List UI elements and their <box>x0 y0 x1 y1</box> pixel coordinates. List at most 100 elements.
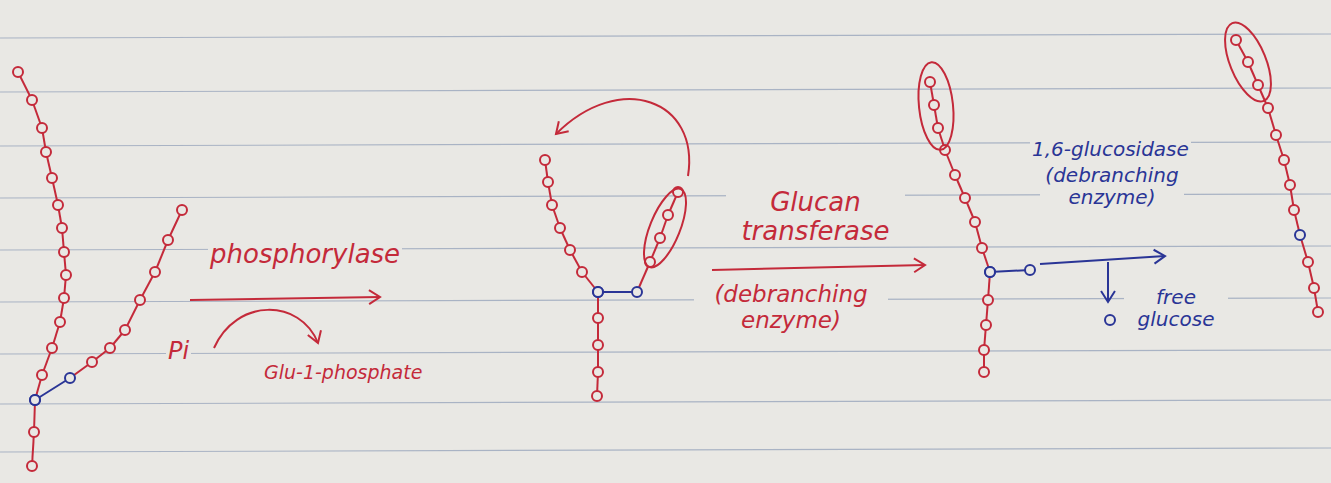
glucose-unit <box>1309 283 1319 293</box>
glucose-unit <box>57 223 67 233</box>
ruled-line <box>0 350 1331 354</box>
glucose-unit <box>177 205 187 215</box>
glucose-unit <box>47 343 57 353</box>
glucose-unit <box>1285 180 1295 190</box>
glucose-unit <box>37 123 47 133</box>
transfer-arrow <box>556 99 689 176</box>
group-circle <box>914 60 957 151</box>
glucose-unit <box>663 210 673 220</box>
glucose-unit <box>543 177 553 187</box>
glucose-unit <box>29 427 39 437</box>
glucose-unit <box>1303 257 1313 267</box>
glucose-unit <box>150 267 160 277</box>
enzyme-label: phosphorylase <box>208 240 402 269</box>
glucose-unit <box>547 200 557 210</box>
glycosidic-bond <box>990 270 1030 272</box>
glucose-unit <box>53 200 63 210</box>
glucose-unit <box>593 340 603 350</box>
glucose-unit <box>105 343 115 353</box>
ruled-line <box>0 246 1331 250</box>
product-label: Glu-1-phosphate <box>262 362 424 383</box>
glucose-unit <box>1231 35 1241 45</box>
arrow-head <box>914 258 925 272</box>
enzyme-label: 1,6-glucosidase <box>1030 138 1191 160</box>
glucose-unit <box>950 170 960 180</box>
glucose-unit <box>1289 205 1299 215</box>
glucose-unit <box>655 233 665 243</box>
glucose-unit <box>593 367 603 377</box>
glucose-unit <box>1253 80 1263 90</box>
glycosidic-bond <box>35 378 70 400</box>
reaction-arrow <box>190 297 380 300</box>
glucose-unit <box>1025 265 1035 275</box>
glucose-chain <box>985 265 1035 277</box>
glucose-unit <box>59 247 69 257</box>
glucose-unit <box>929 100 939 110</box>
glucose-unit <box>30 395 40 405</box>
ruled-line <box>0 448 1331 452</box>
reaction-arrow <box>712 265 925 270</box>
glucose-unit <box>1313 307 1323 317</box>
glucose-unit <box>30 395 40 405</box>
glucose-unit <box>37 370 47 380</box>
glucose-unit <box>120 325 130 335</box>
arrow-head <box>1154 250 1165 264</box>
arrow-head <box>1101 291 1115 302</box>
glucose-unit <box>61 270 71 280</box>
ruled-line <box>0 34 1331 38</box>
glucose-unit <box>565 245 575 255</box>
glucose-chain <box>540 155 603 401</box>
glucose-unit <box>540 155 550 165</box>
glucose-unit <box>983 295 993 305</box>
glucose-unit <box>555 223 565 233</box>
glucose-unit <box>979 345 989 355</box>
glucose-unit <box>87 357 97 367</box>
ruled-line <box>0 400 1331 404</box>
glucose-unit <box>981 320 991 330</box>
reaction-arrow <box>1107 262 1109 302</box>
glucose-unit <box>13 67 23 77</box>
product-label: free glucose <box>1124 286 1228 331</box>
glucose-unit <box>1295 230 1305 240</box>
glucose-unit <box>960 193 970 203</box>
glucose-unit <box>593 287 603 297</box>
glucose-unit <box>135 295 145 305</box>
glucose-unit <box>970 217 980 227</box>
reaction-arrow <box>1040 256 1165 264</box>
glucose-unit <box>27 95 37 105</box>
group-circle <box>1216 16 1281 107</box>
glucose-unit <box>632 287 642 297</box>
group-circle <box>635 183 694 272</box>
glucose-chain <box>30 205 187 405</box>
glucose-unit <box>1243 57 1253 67</box>
arrow-head <box>308 330 321 343</box>
glucose-unit <box>59 293 69 303</box>
glucose-unit <box>925 77 935 87</box>
glucose-unit <box>985 267 995 277</box>
enzyme-note: (debranching enzyme) <box>694 282 888 334</box>
cofactor-arrow <box>214 310 318 348</box>
glucose-unit <box>577 267 587 277</box>
glucose-unit <box>593 313 603 323</box>
enzyme-note: (debranching enzyme) <box>1040 164 1184 209</box>
glucose-unit <box>1271 130 1281 140</box>
glucose-unit <box>593 287 603 297</box>
enzyme-label: Glucan transferase <box>726 188 905 246</box>
ruled-line <box>0 88 1331 92</box>
glucose-unit <box>65 373 75 383</box>
arrow-head <box>369 290 380 304</box>
glucose-chain <box>1231 35 1323 317</box>
glucose-unit <box>27 461 37 471</box>
glucose-chain <box>593 187 683 297</box>
glucose-unit <box>977 243 987 253</box>
glucose-unit <box>1263 103 1273 113</box>
glucose-unit <box>985 267 995 277</box>
glucose-unit <box>41 147 51 157</box>
glucose-chain <box>13 67 71 471</box>
glucose-chain <box>925 77 995 377</box>
glucose-unit <box>933 123 943 133</box>
glucose-unit <box>1279 155 1289 165</box>
glucose-unit <box>55 317 65 327</box>
glucose-unit <box>47 173 57 183</box>
